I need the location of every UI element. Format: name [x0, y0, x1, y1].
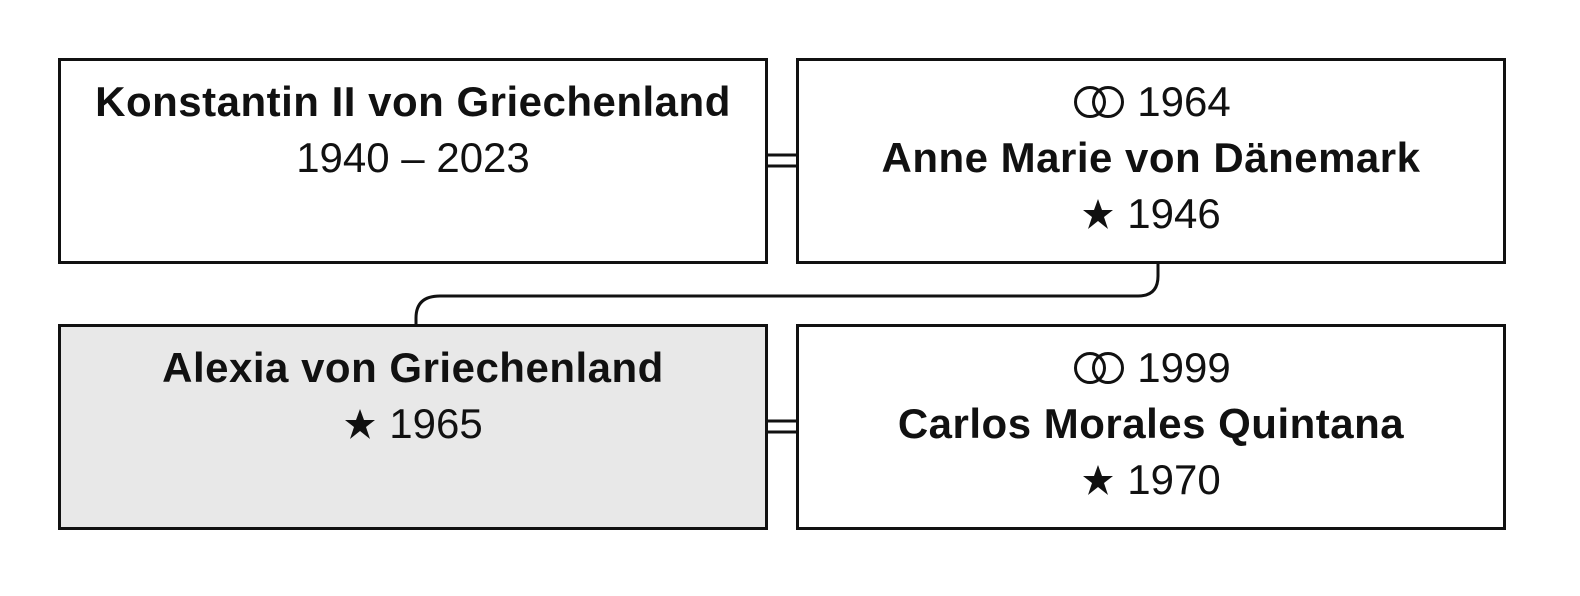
person-name: Alexia von Griechenland — [162, 344, 664, 391]
person-name: Konstantin II von Griechenland — [95, 78, 731, 125]
birth-year: 1970 — [1127, 456, 1221, 503]
person-name: Anne Marie von Dänemark — [881, 134, 1421, 181]
rings-icon — [1074, 86, 1125, 118]
person-box-alexia[interactable]: Alexia von Griechenland 1965 — [58, 324, 768, 530]
birth-year: 1946 — [1127, 190, 1221, 237]
star-icon — [1083, 199, 1114, 229]
marriage-year: 1999 — [1137, 344, 1231, 391]
marriage-connector-bottom — [768, 419, 796, 434]
rings-icon — [1074, 352, 1125, 384]
person-name: Carlos Morales Quintana — [897, 400, 1405, 447]
marriage-line: 1999 — [799, 343, 1503, 393]
birth-line: 1970 — [799, 455, 1503, 505]
descent-line — [414, 264, 1160, 324]
birth-line: 1965 — [61, 399, 765, 449]
person-box-konstantin[interactable]: Konstantin II von Griechenland 1940 – 20… — [58, 58, 768, 264]
birth-line: 1946 — [799, 189, 1503, 239]
star-icon — [345, 409, 376, 439]
marriage-line: 1964 — [799, 77, 1503, 127]
person-box-anne-marie[interactable]: 1964 Anne Marie von Dänemark 1946 — [796, 58, 1506, 264]
star-icon — [1083, 465, 1114, 495]
marriage-year: 1964 — [1137, 78, 1231, 125]
person-dates: 1940 – 2023 — [296, 134, 530, 181]
person-box-carlos[interactable]: 1999 Carlos Morales Quintana 1970 — [796, 324, 1506, 530]
birth-year: 1965 — [389, 400, 483, 447]
marriage-connector-top — [768, 153, 796, 168]
